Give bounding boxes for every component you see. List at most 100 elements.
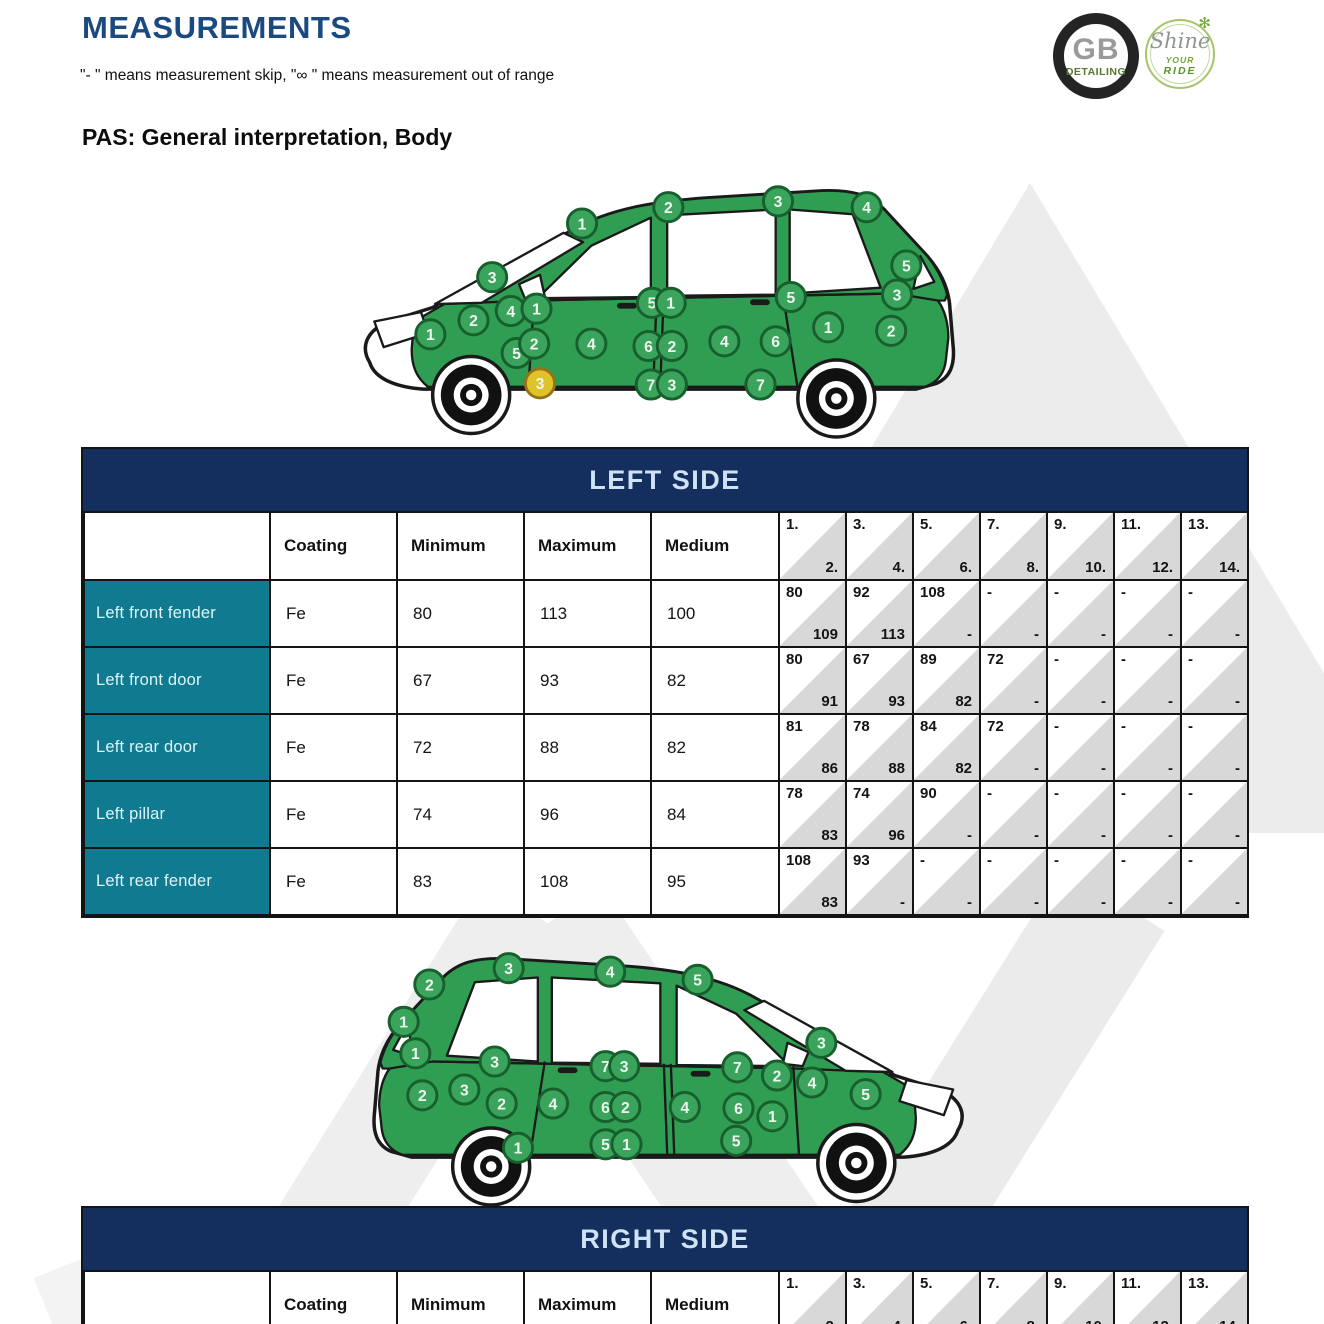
row-label: Left front door — [83, 646, 271, 715]
svg-text:5: 5 — [512, 346, 521, 363]
measure-point-2: 2 — [406, 1079, 439, 1112]
measure-point-3: 3 — [880, 278, 914, 311]
point-pair-11-12: -- — [1113, 847, 1182, 916]
gb-detailing-logo: GB DETAILING — [1053, 13, 1139, 99]
med-value: 84 — [650, 780, 780, 849]
coating-value: Fe — [269, 646, 398, 715]
svg-text:4: 4 — [680, 1100, 689, 1117]
measure-point-1: 1 — [654, 286, 687, 319]
header-row: Coating Minimum Maximum Medium 1.2. 3.4.… — [83, 511, 1249, 581]
svg-text:2: 2 — [497, 1096, 506, 1113]
measure-point-3: 3 — [761, 185, 795, 218]
svg-text:2: 2 — [621, 1100, 630, 1117]
sparkle-icon: ✻ — [1198, 15, 1211, 32]
measure-point-4: 4 — [575, 327, 608, 360]
measure-point-2: 2 — [485, 1087, 518, 1120]
svg-text:6: 6 — [771, 334, 780, 351]
measure-point-3: 3 — [492, 952, 525, 985]
point-pair-9-10: -- — [1046, 780, 1115, 849]
measure-point-4: 4 — [708, 325, 741, 358]
med-value: 82 — [650, 646, 780, 715]
point-pair-13-14: -- — [1180, 780, 1249, 849]
point-pair-7-8: -- — [979, 847, 1048, 916]
svg-text:4: 4 — [808, 1075, 817, 1092]
svg-text:4: 4 — [549, 1096, 558, 1113]
svg-text:4: 4 — [720, 334, 729, 351]
svg-text:4: 4 — [606, 965, 615, 982]
measure-point-5: 5 — [774, 280, 807, 314]
measure-point-2: 2 — [655, 329, 688, 363]
svg-text:2: 2 — [530, 337, 539, 354]
section-heading: PAS: General interpretation, Body — [82, 124, 453, 150]
point-pair-11-12: -- — [1113, 713, 1182, 782]
svg-text:4: 4 — [506, 304, 515, 321]
svg-text:4: 4 — [862, 200, 871, 217]
svg-text:3: 3 — [667, 377, 676, 394]
header-row: Coating Minimum Maximum Medium 1.2. 3.4.… — [83, 1270, 1249, 1324]
col-coating: Coating — [269, 511, 398, 581]
shine-logo-your: YOUR — [1165, 55, 1195, 65]
svg-text:3: 3 — [893, 288, 902, 305]
measure-point-1: 1 — [812, 311, 845, 344]
left-side-table-title: LEFT SIDE — [83, 449, 1247, 511]
col-points-13-14: 13.14. — [1180, 1270, 1249, 1324]
coating-value: Fe — [269, 579, 398, 648]
svg-text:6: 6 — [601, 1100, 610, 1117]
svg-text:3: 3 — [460, 1082, 469, 1099]
svg-text:6: 6 — [734, 1101, 743, 1118]
svg-text:1: 1 — [426, 327, 435, 344]
svg-text:5: 5 — [902, 258, 911, 275]
point-pair-7-8: -- — [979, 780, 1048, 849]
max-value: 93 — [523, 646, 652, 715]
row-label: Left front fender — [83, 579, 271, 648]
max-value: 88 — [523, 713, 652, 782]
shine-logo-script: Shine — [1149, 29, 1211, 53]
measure-point-6: 6 — [759, 325, 792, 358]
measure-point-1: 1 — [387, 1005, 420, 1038]
measure-point-1: 1 — [610, 1128, 643, 1161]
legend-text: "- " means measurement skip, "∞ " means … — [80, 67, 555, 84]
right-side-table: RIGHT SIDE Coating Minimum Maximum Mediu… — [81, 1206, 1249, 1324]
svg-text:1: 1 — [768, 1109, 777, 1126]
measure-point-1: 1 — [520, 292, 553, 325]
measure-point-4: 4 — [850, 191, 883, 224]
point-pair-5-6: -- — [912, 847, 981, 916]
col-maximum: Maximum — [523, 511, 652, 581]
measure-point-3: 3 — [805, 1026, 838, 1059]
min-value: 80 — [396, 579, 525, 648]
point-pair-7-8: -- — [979, 579, 1048, 648]
svg-text:2: 2 — [418, 1088, 427, 1105]
col-points-9-10: 9.10. — [1046, 1270, 1115, 1324]
measure-point-1: 1 — [399, 1037, 432, 1070]
gb-logo-word: DETAILING — [1065, 66, 1127, 78]
med-value: 95 — [650, 847, 780, 916]
col-points-7-8: 7.8. — [979, 1270, 1048, 1324]
corner-cell — [83, 1270, 271, 1324]
measure-point-2: 2 — [875, 314, 908, 347]
point-pair-9-10: -- — [1046, 646, 1115, 715]
measure-point-5: 5 — [681, 963, 714, 996]
measure-point-1: 1 — [565, 207, 599, 240]
svg-text:3: 3 — [620, 1059, 629, 1076]
point-pair-11-12: -- — [1113, 780, 1182, 849]
svg-text:5: 5 — [601, 1137, 610, 1154]
svg-text:2: 2 — [887, 324, 896, 341]
svg-text:3: 3 — [504, 961, 513, 978]
gb-logo-initials: GB — [1072, 33, 1120, 66]
coating-value: Fe — [269, 847, 398, 916]
col-medium: Medium — [650, 511, 780, 581]
point-pair-9-10: -- — [1046, 847, 1115, 916]
min-value: 83 — [396, 847, 525, 916]
point-pair-13-14: -- — [1180, 847, 1249, 916]
measure-point-5: 5 — [849, 1078, 882, 1111]
